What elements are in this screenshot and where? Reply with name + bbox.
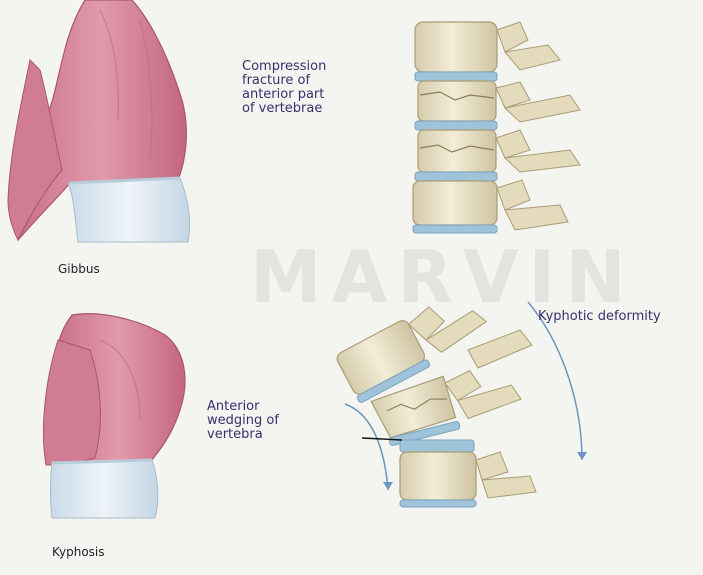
gibbus-torso — [8, 0, 190, 242]
anterior-wedging-label: Anterior wedging of vertebra — [207, 400, 279, 442]
compression-fracture-label: Compression fracture of anterior part of… — [242, 60, 326, 116]
kyphosis-torso — [43, 314, 185, 518]
kyphotic-deformity-label: Kyphotic deformity — [538, 310, 661, 324]
gibbus-caption: Gibbus — [58, 262, 100, 276]
kyphotic-spine — [335, 285, 536, 507]
kyphosis-caption: Kyphosis — [52, 545, 105, 559]
curvature-arrow-right — [528, 302, 582, 460]
upper-spine — [413, 22, 580, 233]
